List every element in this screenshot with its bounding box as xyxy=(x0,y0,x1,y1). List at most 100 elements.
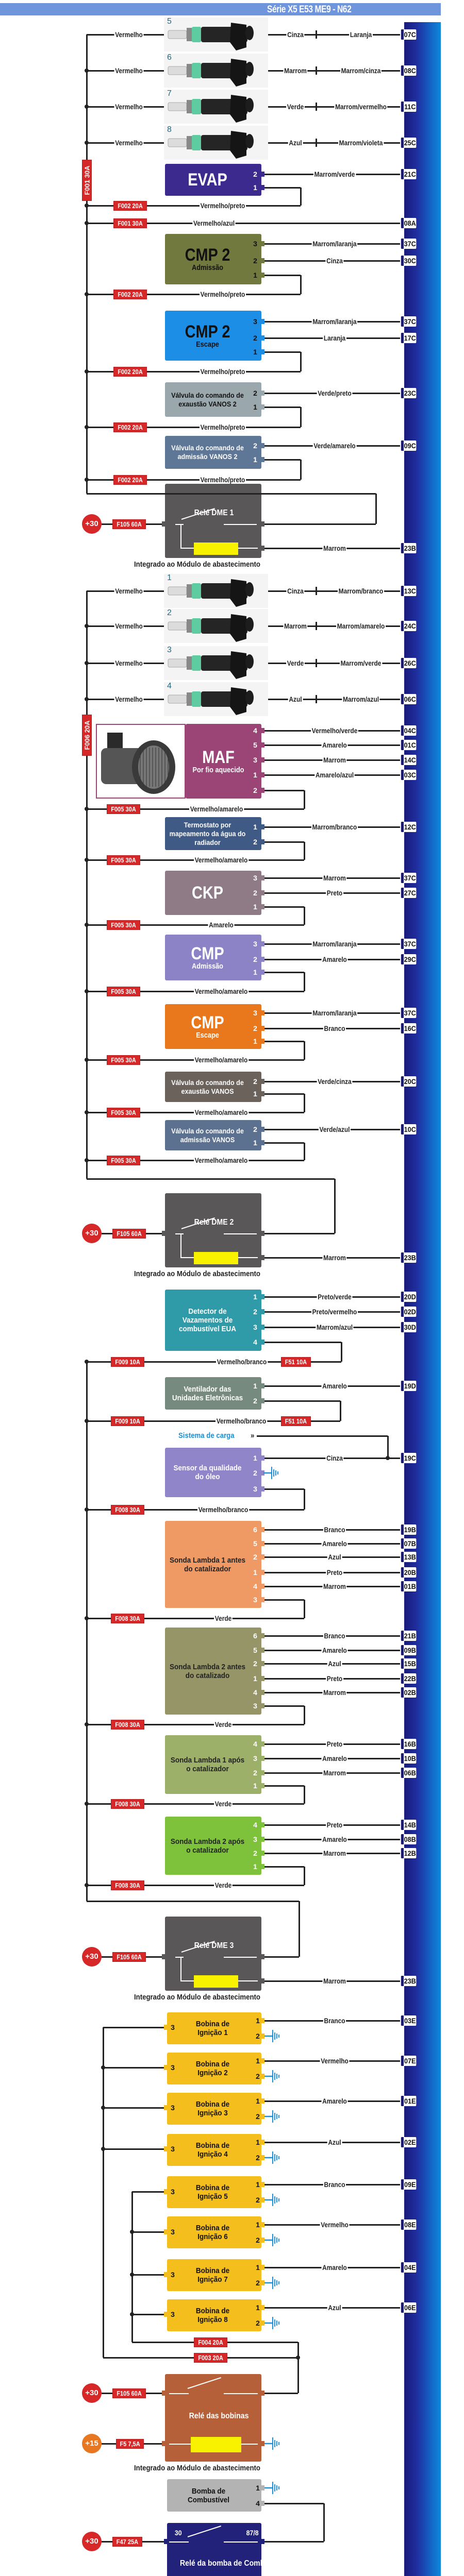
pin-number: 3 xyxy=(253,756,257,764)
wire xyxy=(300,460,302,480)
injector-icon xyxy=(168,131,254,159)
wire-color-label: Amarelo xyxy=(207,921,235,929)
connector-tab xyxy=(261,904,264,909)
pin-number: 2 xyxy=(253,1849,257,1857)
fuse-badge: F001 30A xyxy=(113,218,147,228)
feed-wire xyxy=(87,294,301,295)
pin-number: 1 xyxy=(253,1454,257,1462)
fuse-rating: F005 30A xyxy=(111,1109,136,1116)
fuel-leak-detector-box: Detector de Vazamentos de combustível EU… xyxy=(165,1290,261,1351)
component-title: CMP xyxy=(191,1012,224,1032)
splice-mark xyxy=(316,66,317,75)
connector-tab xyxy=(261,2441,264,2446)
junction-dot xyxy=(85,1883,89,1887)
pin-number: 3 xyxy=(253,1835,257,1843)
component-title: Válvula do comando de exaustão VANOS 2 xyxy=(171,391,244,408)
fuse-badge: F002 20A xyxy=(113,422,147,432)
connector-tab xyxy=(164,2025,167,2030)
pin-number: 3 xyxy=(253,940,257,948)
ecu-pin-label: 13C xyxy=(401,586,417,596)
pin-number: 2 xyxy=(253,1469,257,1477)
connector-tab xyxy=(261,1978,264,1984)
injector-icon xyxy=(168,23,254,50)
pin-number: 2 xyxy=(256,2072,260,2080)
ground-icon xyxy=(264,2317,279,2329)
pin-number: 3 xyxy=(253,1596,257,1604)
bus-return xyxy=(87,1901,299,1902)
pin-number: 1 xyxy=(253,823,257,831)
fuse-rating: F005 30A xyxy=(111,921,136,929)
feed-wire xyxy=(264,1488,304,1490)
signal-wire xyxy=(268,142,400,144)
fuse-badge: F008 30A xyxy=(111,1505,145,1515)
connector-tab xyxy=(261,1756,264,1761)
ecu-pin-label: 25C xyxy=(401,138,417,148)
ecu-pin-label: 15B xyxy=(401,1658,417,1669)
connector-tab xyxy=(162,2391,165,2396)
ignition-coil-box: Bobina de Ignição 5 xyxy=(167,2176,261,2208)
pin-number: 2 xyxy=(256,2154,260,2162)
wire-color-label: Azul xyxy=(327,1553,342,1561)
wire-color-label: Marrom xyxy=(322,1849,347,1857)
signal-wire xyxy=(268,663,400,664)
feed-wire xyxy=(87,479,301,481)
ground-icon xyxy=(264,2151,279,2164)
signal-wire xyxy=(268,70,400,72)
pin-number: 1 xyxy=(253,348,257,356)
vanos-admissao-box: Válvula do comando de admissão VANOS xyxy=(165,1120,261,1150)
wire xyxy=(341,1342,342,1362)
ignition-coil-box: Bobina de Ignição 6 xyxy=(167,2216,261,2248)
wire-color-label: Marrom xyxy=(322,1769,347,1777)
connector-tab xyxy=(261,319,264,324)
wire xyxy=(387,1436,389,1458)
wire xyxy=(103,2027,104,2358)
ecu-pin-label: 06E xyxy=(401,2302,417,2313)
fuse-rating: F105 60A xyxy=(117,520,142,528)
fuse-rating: F009 10A xyxy=(115,1358,140,1366)
feed-wire xyxy=(87,205,301,207)
signal-wire xyxy=(268,106,400,108)
wire-color-label: Amarelo xyxy=(321,2263,348,2272)
ignition-coil-box: Bobina de Ignição 3 xyxy=(167,2093,261,2125)
connector-tab xyxy=(261,1309,264,1314)
wire-color-label: Azul xyxy=(288,139,303,147)
relay-switch-contact xyxy=(224,1233,257,1234)
connector-tab xyxy=(261,391,264,396)
fuse-rating: F005 30A xyxy=(111,988,136,995)
wire-color-label: Marrom xyxy=(322,1253,347,1262)
connector-tab xyxy=(261,443,264,448)
ecu-pin-label: 12B xyxy=(401,1848,417,1858)
integrated-note: Integrado ao Módulo de abastecimento xyxy=(134,560,260,569)
power-source-plus30: +30 xyxy=(82,514,102,534)
pin-number: 1 xyxy=(253,271,257,279)
signal-wire xyxy=(268,625,400,627)
power-source-plus30: +30 xyxy=(82,1224,102,1243)
connector-tab xyxy=(261,2305,264,2310)
wire xyxy=(304,1600,305,1618)
relay-coil xyxy=(191,2437,241,2452)
ecu-pin-label: 09C xyxy=(401,440,417,451)
junction-dot xyxy=(85,204,89,208)
fuse-badge: F008 30A xyxy=(111,1720,145,1730)
wire-color-label: Vermelho/amarelo xyxy=(193,1156,248,1164)
pin-number: 1 xyxy=(253,1139,257,1147)
connector-tab xyxy=(261,1584,264,1589)
pin-number: 1 xyxy=(253,403,257,411)
junction-dot xyxy=(85,858,89,862)
title-bar: Série X5 E53 ME9 - N62 xyxy=(0,3,441,15)
relay-switch-contact xyxy=(224,1957,257,1958)
fuse-badge: F003 20A xyxy=(194,2353,228,2363)
pin-number: 3 xyxy=(171,2104,175,2112)
maf-photo xyxy=(96,724,186,799)
wire-color-label: Marrom/laranja xyxy=(311,240,357,248)
pin-number: 6 xyxy=(253,1632,257,1640)
splice-mark xyxy=(316,695,317,703)
wire xyxy=(304,1143,305,1160)
relay-switch-contact xyxy=(169,2541,189,2543)
fuse-rating: F5 7,5A xyxy=(120,2440,140,2448)
ground-icon xyxy=(264,2030,279,2042)
feed-wire xyxy=(264,1041,304,1042)
wire-color-label: Marrom xyxy=(322,1977,347,1985)
component-title: Bobina de Ignição 6 xyxy=(195,2224,230,2241)
ecu-pin-label: 23C xyxy=(401,388,417,398)
